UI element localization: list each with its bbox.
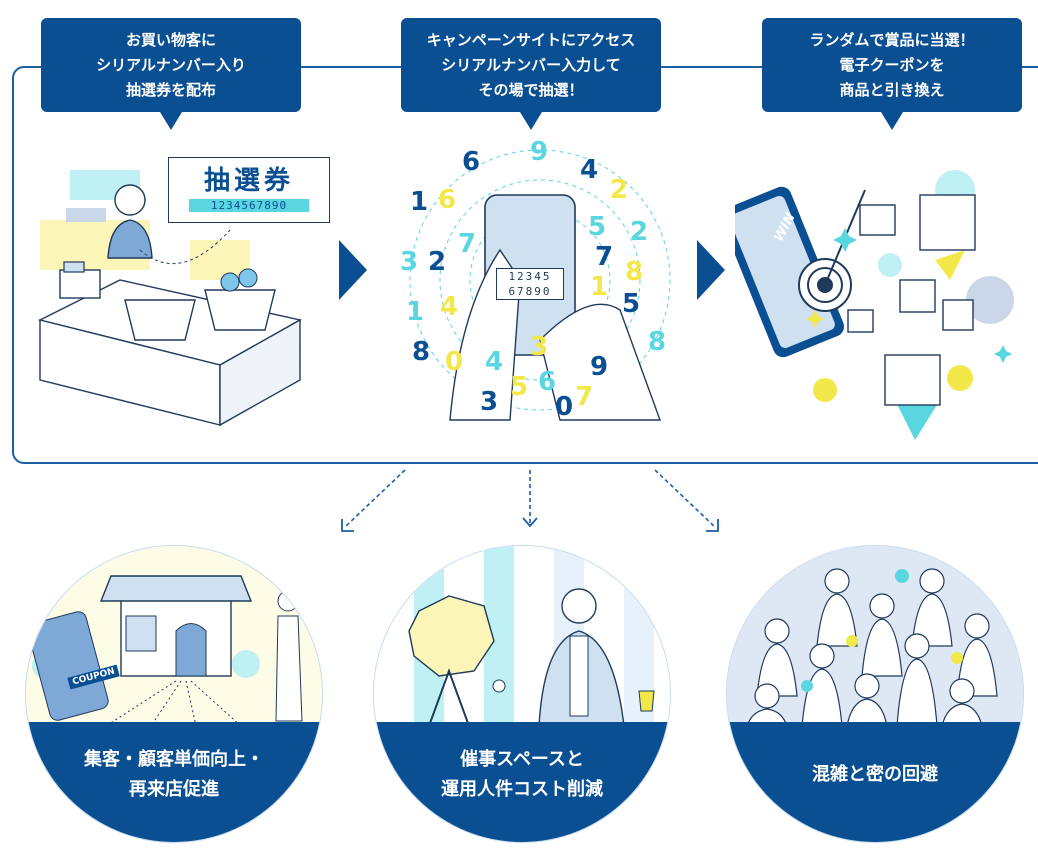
svg-text:4: 4: [485, 347, 503, 377]
svg-text:3: 3: [530, 332, 548, 362]
svg-text:3: 3: [480, 387, 498, 417]
step-arrow-1: [339, 240, 367, 300]
svg-text:5: 5: [622, 289, 640, 319]
svg-text:8: 8: [412, 337, 430, 367]
keypad-row-1: 12345: [508, 270, 552, 283]
svg-text:8: 8: [625, 257, 643, 287]
svg-text:4: 4: [580, 155, 598, 185]
svg-text:2: 2: [630, 217, 648, 247]
benefit-2-line-2: 運用人件コスト削減: [441, 779, 603, 800]
step-3-line-2: 電子クーポンを: [839, 55, 945, 74]
svg-text:5: 5: [588, 212, 606, 242]
svg-text:7: 7: [458, 229, 476, 259]
benefit-circle-1: COUPON 集客・顧客単価向上・ 再来店促進: [25, 545, 323, 843]
svg-text:6: 6: [438, 185, 456, 215]
svg-text:2: 2: [428, 247, 446, 277]
svg-text:0: 0: [445, 347, 463, 377]
step-1-line-3: 抽選券を配布: [125, 80, 216, 99]
step-1-line-2: シリアルナンバー入り: [96, 55, 246, 74]
benefit-1-band: 集客・顧客単価向上・ 再来店促進: [26, 722, 322, 842]
benefit-circle-3: 混雑と密の回避: [726, 545, 1024, 843]
step-2-callout: キャンペーンサイトにアクセス シリアルナンバー入力して その場で抽選！: [401, 18, 661, 130]
benefit-3-band: 混雑と密の回避: [727, 722, 1023, 842]
svg-text:6: 6: [538, 367, 556, 397]
crowd-illustration: [727, 546, 1023, 726]
storefront-illustration: [26, 546, 322, 726]
benefit-circle-2: 催事スペースと 運用人件コスト削減: [373, 545, 671, 843]
step-3-callout: ランダムで賞品に当選！ 電子クーポンを 商品と引き換え: [762, 18, 1022, 130]
svg-text:4: 4: [440, 292, 458, 322]
svg-text:9: 9: [590, 352, 608, 382]
ticket-serial: 1234567890: [189, 199, 309, 212]
svg-text:6: 6: [462, 147, 480, 177]
step-1-line-1: お買い物客に: [125, 30, 216, 49]
keypad-row-2: 67890: [508, 285, 552, 298]
step-arrow-2: [697, 240, 725, 300]
svg-text:1: 1: [590, 272, 608, 302]
step-2-line-2: シリアルナンバー入力して: [441, 55, 621, 74]
svg-text:5: 5: [510, 372, 528, 402]
svg-text:1: 1: [406, 297, 424, 327]
benefit-arrows: [341, 469, 719, 532]
benefit-1-line-1: 集客・顧客単価向上・: [84, 749, 264, 770]
step-3-line-1: ランダムで賞品に当選！: [809, 30, 975, 49]
svg-text:7: 7: [595, 242, 613, 272]
svg-text:8: 8: [648, 327, 666, 357]
svg-text:2: 2: [610, 175, 628, 205]
event-space-illustration: [374, 546, 670, 726]
svg-text:3: 3: [400, 247, 418, 277]
step-2-line-3: その場で抽選！: [478, 80, 584, 99]
benefit-2-line-1: 催事スペースと: [460, 749, 584, 770]
step-3-line-3: 商品と引き換え: [839, 80, 945, 99]
svg-text:7: 7: [575, 382, 593, 412]
phone-keypad: 12345 67890: [496, 268, 564, 300]
benefit-1-line-2: 再来店促進: [129, 779, 219, 800]
win-prize-illustration: [735, 170, 1014, 440]
store-counter-illustration: [37, 170, 302, 427]
ticket-title: 抽選券: [203, 166, 294, 196]
lottery-ticket: 抽選券 1234567890: [168, 157, 330, 223]
svg-text:1: 1: [410, 187, 428, 217]
benefit-2-band: 催事スペースと 運用人件コスト削減: [374, 722, 670, 842]
step-2-line-1: キャンペーンサイトにアクセス: [426, 30, 636, 49]
benefit-3-line-1: 混雑と密の回避: [812, 764, 938, 785]
svg-text:0: 0: [555, 392, 573, 422]
step-1-callout: お買い物客に シリアルナンバー入り 抽選券を配布: [41, 18, 301, 130]
svg-text:9: 9: [530, 140, 548, 167]
